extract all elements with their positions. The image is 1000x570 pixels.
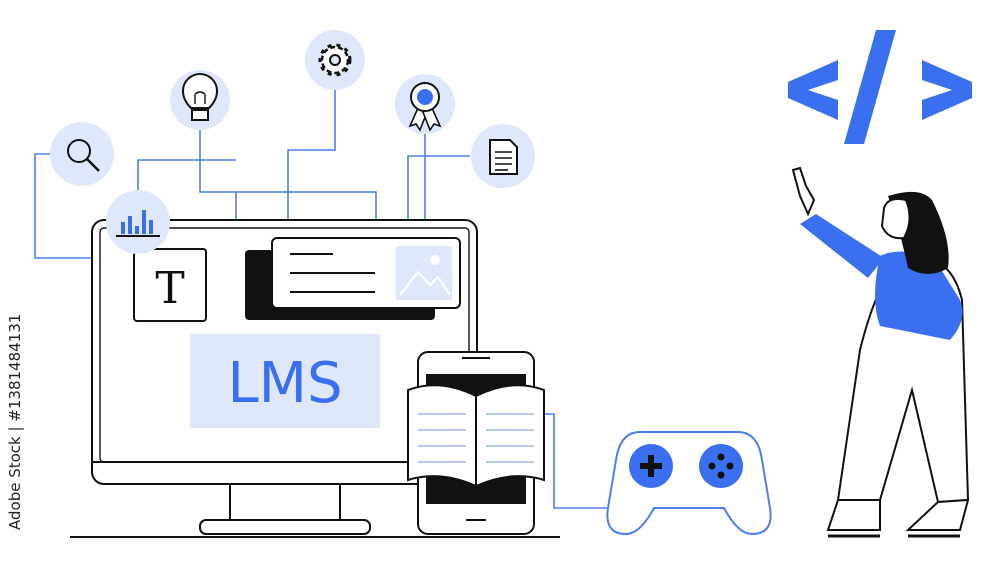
bar-chart-icon <box>106 190 170 254</box>
code-symbol-icon <box>788 30 972 144</box>
person-figure <box>791 166 970 538</box>
text-block-letter: T <box>155 263 184 314</box>
lms-label: LMS <box>227 351 342 416</box>
award-ribbon-icon <box>395 74 455 134</box>
open-book-icon <box>407 384 545 488</box>
content-card <box>245 237 461 320</box>
connector-lines <box>34 88 608 509</box>
gear-icon <box>305 30 365 90</box>
image-icon <box>396 246 452 300</box>
gamepad-icon <box>606 431 772 536</box>
text-block-icon: T <box>133 248 207 322</box>
lms-banner: LMS <box>190 334 380 428</box>
search-icon <box>50 122 114 186</box>
document-icon <box>471 124 535 188</box>
stock-watermark: Adobe Stock | #1381484131 <box>6 313 24 530</box>
lightbulb-icon <box>170 70 230 130</box>
